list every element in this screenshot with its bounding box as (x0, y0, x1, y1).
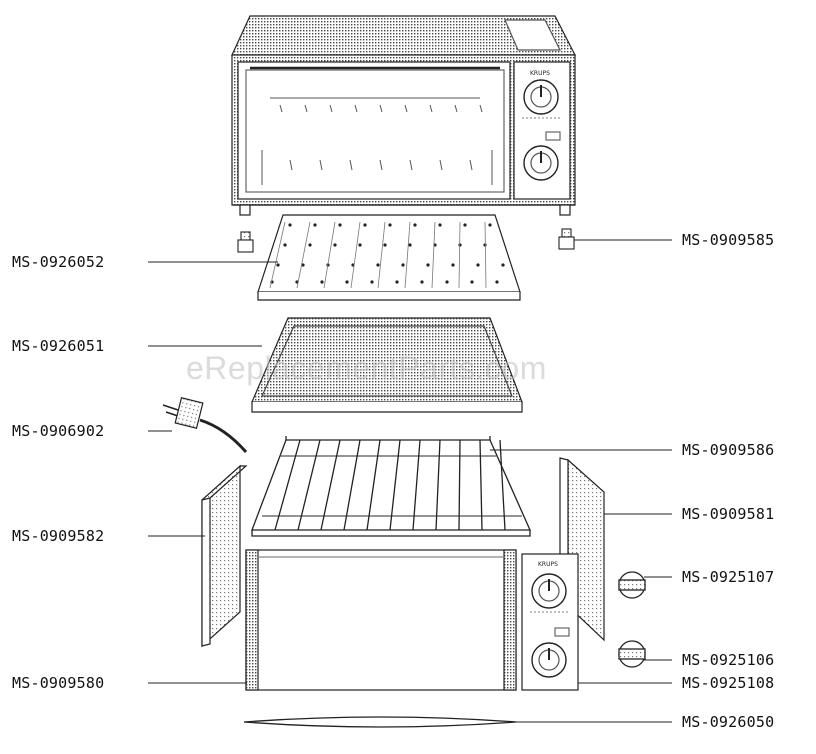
callout-label: MS-0909580 (12, 674, 105, 692)
panel-brand-text: KRUPS (538, 561, 558, 568)
power-cord (162, 396, 248, 453)
watermark-text: eReplacementParts.com (186, 350, 547, 386)
foot-right-part (558, 228, 575, 250)
callout-label: MS-0906902 (12, 422, 105, 440)
leader-lines (148, 239, 672, 723)
left-side-panel (201, 464, 248, 648)
oven-brand-text: KRUPS (530, 70, 550, 77)
wire-rack (251, 436, 532, 537)
knob-lower (618, 640, 646, 668)
callout-label: MS-0925108 (682, 674, 775, 692)
control-panel (521, 553, 579, 691)
knob-upper (618, 571, 646, 599)
broil-pan-insert (257, 214, 521, 301)
callout-label: MS-0909581 (682, 505, 775, 523)
callout-label: MS-0926050 (682, 713, 775, 731)
callout-label: MS-0926051 (12, 337, 105, 355)
callout-label: MS-0925107 (682, 568, 775, 586)
callout-label: MS-0909585 (682, 231, 775, 249)
callout-label: MS-0925106 (682, 651, 775, 669)
door-handle (243, 716, 517, 728)
callout-label: MS-0926052 (12, 253, 105, 271)
toaster-oven (231, 15, 576, 216)
callout-label: MS-0909586 (682, 441, 775, 459)
callout-label: MS-0909582 (12, 527, 105, 545)
foot-left-part (237, 231, 254, 253)
baking-pan (251, 317, 523, 413)
door-frame (245, 549, 517, 691)
